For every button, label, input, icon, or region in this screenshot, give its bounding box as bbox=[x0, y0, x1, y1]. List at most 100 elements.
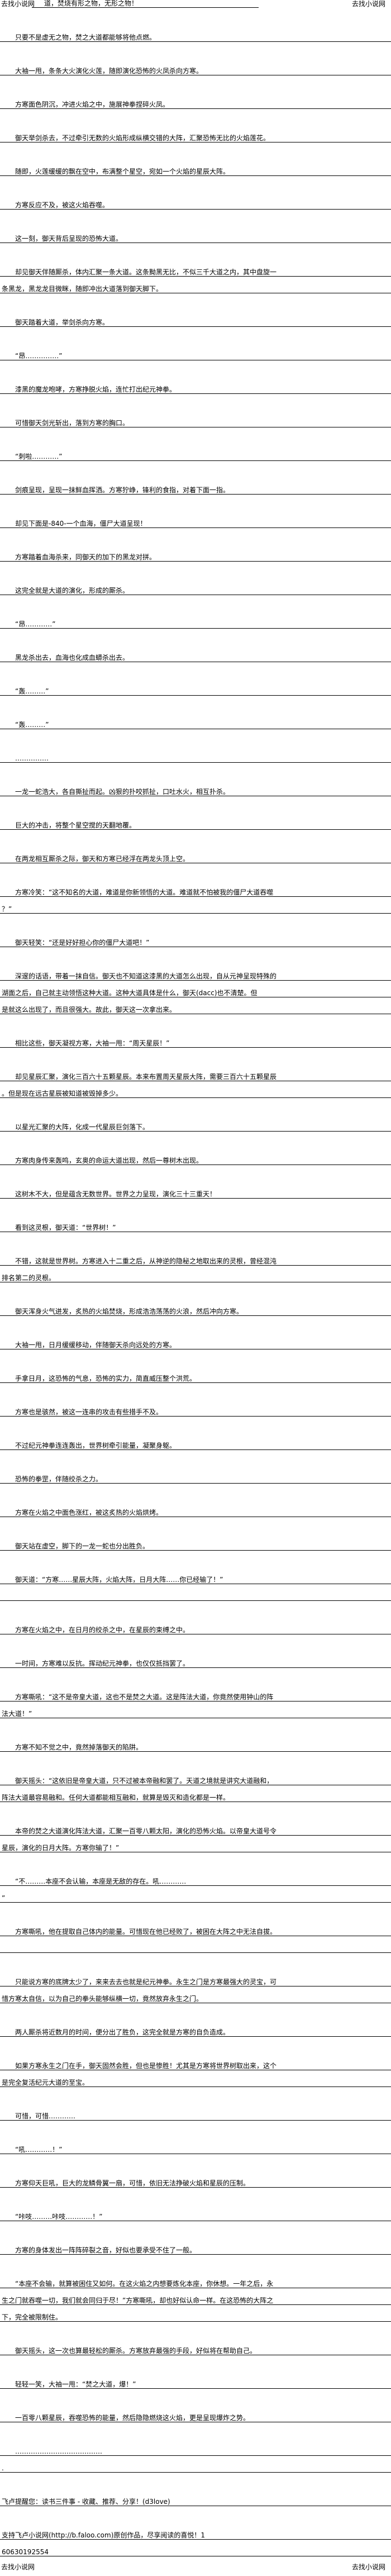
text-line: 是完全复活纪元大道的至宝。 bbox=[0, 2070, 391, 2087]
text-line: 漆黑的魔龙咆哮，方寒挣脱火焰，连忙打出纪元神拳。 bbox=[0, 377, 391, 394]
footer-site-link-right[interactable]: 去找小说网 bbox=[351, 2563, 385, 2571]
text-line: 60630192554 bbox=[0, 2540, 391, 2556]
text-line: “轰………” bbox=[0, 679, 391, 696]
text-line: 方寒不知不觉之中，竟然掉落御天的陷阱。 bbox=[0, 1735, 391, 1752]
paragraph: 支持飞卢小说网(http://b.faloo.com)原创作品，尽享阅读的喜悦！… bbox=[0, 2523, 391, 2556]
text-line: 飞卢提醒您：读书三件事 - 收藏、推荐、分享！(d3love) bbox=[0, 2489, 391, 2506]
paragraph: 方寒在火焰之中面色涨红，被这炙热的火焰烘烤。 bbox=[0, 1500, 391, 1517]
text-line: 剑痕呈现，呈现一抹鲜血挥洒。方寒狞峥，锋利的食指，对着下面一指。 bbox=[0, 478, 391, 495]
text-line: “本座不会输，就算被困住又如何。在这火焰之内想要炼化本座，你休想。一年之后，永 bbox=[0, 2271, 391, 2288]
text-line: ………………………………… bbox=[0, 2439, 391, 2456]
paragraph: 御天站在虚空，脚下的一龙一蛇也分出胜负。 bbox=[0, 1534, 391, 1551]
text-line: …………… bbox=[0, 746, 391, 763]
paragraph: 御天举剑杀去，不过牵引无数的火焰形成纵横交错的大阵，汇聚恐怖无比的火焰莲花。 bbox=[0, 126, 391, 142]
paragraph: 这树木不大，但是蕴含无数世界。世界之力呈现，演化三十三重天！ bbox=[0, 1182, 391, 1199]
paragraph: 在两龙相互厮杀之际，御天和方寒已经浮在两龙头顶上空。 bbox=[0, 847, 391, 863]
text-line: “昂……………” bbox=[0, 344, 391, 360]
page-footer: 去找小说网 去找小说网 bbox=[0, 2561, 391, 2572]
paragraph: 可惜，可惜………… bbox=[0, 2104, 391, 2121]
chapter-content: 只要不是虚无之物，焚之大道都能够将他点燃。大袖一甩，条条大火演化火莲，随即演化恐… bbox=[0, 25, 391, 2556]
paragraph: 方寒仰天巨吼，巨大的龙鳞骨翼一扇，可惜，依旧无法挣破火焰和星辰的压制。 bbox=[0, 2171, 391, 2188]
text-line: 两人厮杀将近数月的时间，便分出了胜负，这完全就是方寒的自负造成。 bbox=[0, 2020, 391, 2037]
text-line: 湖面之后，自己就主动领悟这种大道。这种大道具体是什么，御天(dacc)也不清楚。… bbox=[0, 981, 391, 997]
paragraph: “刺啦…………” bbox=[0, 444, 391, 461]
text-line: “吼…………！” bbox=[0, 2137, 391, 2154]
text-line: “刺啦…………” bbox=[0, 444, 391, 461]
text-line bbox=[0, 1936, 391, 1953]
text-line: 不过纪元神拳连连轰出，世界树牵引能量，凝聚身躯。 bbox=[0, 1433, 391, 1450]
paragraph: 方寒嘶吼：“这不是帝皇大道，这也不是焚之大道。这是阵法大道，你竟然使用钟山的阵法… bbox=[0, 1685, 391, 1718]
text-line: 御天摇头：“这依旧是帝皇大道，只不过被本帝融和罢了。天道之境就是讲究大道融和， bbox=[0, 1769, 391, 1785]
paragraph: 方寒不知不觉之中，竟然掉落御天的陷阱。 bbox=[0, 1735, 391, 1752]
text-line: 条黑龙，黑龙龙目微眯，随即冲出大道落到御天脚下。 bbox=[0, 277, 391, 293]
text-line: “昂…………” bbox=[0, 612, 391, 629]
text-line: 随即，火莲缓缓的飘在空中，布满整个星空，宛如一个火焰的星辰大阵。 bbox=[0, 159, 391, 176]
text-line: 方寒冷笑：“这不知名的大道，难道是你新领悟的大道。难道就不怕被我的僵尸大道吞噬 bbox=[0, 880, 391, 897]
paragraph: 一时间，方寒难以反抗。挥动纪元神拳，也仅仅抵挡罢了。 bbox=[0, 1651, 391, 1668]
text-line: 阵法大道最容易融和。任何大道都能相互融和，就算是毁灭和造化都是一样。 bbox=[0, 1785, 391, 1802]
text-line: 只要不是虚无之物，焚之大道都能够将他点燃。 bbox=[0, 25, 391, 42]
text-line: 排名第二的灵根。 bbox=[0, 1266, 391, 1282]
paragraph: 大袖一甩，日月缓缓移动，伴随御天杀向远处的方寒。 bbox=[0, 1333, 391, 1349]
paragraph: 剑痕呈现，呈现一抹鲜血挥洒。方寒狞峥，锋利的食指，对着下面一指。 bbox=[0, 478, 391, 495]
paragraph: 方寒在火焰之中，在日月的绞杀之中，在星辰的束缚之中。 bbox=[0, 1618, 391, 1634]
text-line: “轰………” bbox=[0, 712, 391, 729]
paragraph: 不错，这就是世界树。方寒进入十二重之后，从神逆的隐秘之地取出来的灵根，曾经混沌排… bbox=[0, 1249, 391, 1282]
text-line: 方寒也是骇然，被这一连串的攻击有些措手不及。 bbox=[0, 1400, 391, 1417]
paragraph: 黑龙杀出去，血海也化成血蟒杀出去。 bbox=[0, 645, 391, 662]
paragraph: “吼…………！” bbox=[0, 2137, 391, 2154]
text-line: 是就这么出现了，而且很强大。故此，御天这一次拿出来。 bbox=[0, 997, 391, 1014]
paragraph: 御天踏着大道，举剑杀向方寒。 bbox=[0, 310, 391, 327]
text-line: 看到这灵根，御天道：“世界树！” bbox=[0, 1215, 391, 1232]
text-line: 法大道！” bbox=[0, 1702, 391, 1718]
text-line: 御天站在虚空，脚下的一龙一蛇也分出胜负。 bbox=[0, 1534, 391, 1551]
text-line: 御天举剑杀去，不过牵引无数的火焰形成纵横交错的大阵，汇聚恐怖无比的火焰莲花。 bbox=[0, 126, 391, 142]
text-line: . bbox=[0, 2456, 391, 2473]
text-line: 不错，这就是世界树。方寒进入十二重之后，从神逆的隐秘之地取出来的灵根，曾经混沌 bbox=[0, 1249, 391, 1266]
paragraph: 可惜御天剑光斩出，落到方寒的胸口。 bbox=[0, 411, 391, 427]
text-line: 方寒在火焰之中，在日月的绞杀之中，在星辰的束缚之中。 bbox=[0, 1618, 391, 1634]
paragraph: 巨大的冲击，将整个星空搅的天翻地覆。 bbox=[0, 813, 391, 830]
paragraph: 相比这些，御天凝视方寒，大袖一甩：“周天星辰！” bbox=[0, 1031, 391, 1048]
paragraph: 本帝的焚之大道演化阵法大道，汇聚一百零八颗太阳，演化的恐怖火焰。以帝皇大道号令星… bbox=[0, 1819, 391, 1852]
text-line: 御天道：“方寒……星辰大阵，火焰大阵，日月大阵……你已经输了！” bbox=[0, 1567, 391, 1584]
text-line: 却见御天伴随厮杀，体内汇聚一条大道。这条黝黑无比，不似三千大道之内，其中盘旋一 bbox=[0, 260, 391, 277]
paragraph: 轻轻一笑，大袖一甩：“焚之大道，爆！” bbox=[0, 2372, 391, 2389]
text-line: 方寒肉身传来轰鸣，玄奥的命运大道出现，然后一尊树木出现。 bbox=[0, 1148, 391, 1165]
text-line: 。但是现在远古星辰被知道被毁掉多少。 bbox=[0, 1081, 391, 1098]
text-line: 却见下面是-840-一个血海，僵尸大道呈现！ bbox=[0, 511, 391, 528]
text-line: ” bbox=[0, 1886, 391, 1903]
paragraph: 恐怖的拳罡，伴随绞杀之力。 bbox=[0, 1467, 391, 1484]
footer-site-link-left[interactable]: 去找小说网 bbox=[1, 2563, 35, 2571]
paragraph: 这一刻，御天背后呈现的恐怖大道。 bbox=[0, 226, 391, 243]
text-line: 在两龙相互厮杀之际，御天和方寒已经浮在两龙头顶上空。 bbox=[0, 847, 391, 863]
paragraph: 方寒的身体发出一阵阵碎裂之音，好似也要承受不住了一般。 bbox=[0, 2238, 391, 2255]
paragraph: 只要不是虚无之物，焚之大道都能够将他点燃。 bbox=[0, 25, 391, 42]
site-name-link-left[interactable]: 去找小说网 bbox=[1, 0, 35, 8]
paragraph: …………………………………. bbox=[0, 2439, 391, 2473]
paragraph: 御天轻笑：“还是好好担心你的僵尸大道吧！” bbox=[0, 930, 391, 947]
paragraph: 这完全就是大道的演化，形成的厮杀。 bbox=[0, 578, 391, 595]
paragraph: 方寒肉身传来轰鸣，玄奥的命运大道出现，然后一尊树木出现。 bbox=[0, 1148, 391, 1165]
text-line: 方寒踏着血海杀来，同御天的加下的黑龙对拼。 bbox=[0, 545, 391, 562]
text-line: 方寒面色阴沉，冲进火焰之中，施展神拳捏碎火凤。 bbox=[0, 92, 391, 109]
text-line: 惜方寒太自信，以为自己的拳头能够纵横一切，竟然放弃永生之门。 bbox=[0, 1986, 391, 2003]
paragraph: 一百零八颗星辰，吞噬恐怖的能量，然后隐隐燃烧这火焰，更是呈现爆炸之势。 bbox=[0, 2406, 391, 2422]
paragraph: “昂……………” bbox=[0, 344, 391, 360]
text-line: 本帝的焚之大道演化阵法大道，汇聚一百零八颗太阳，演化的恐怖火焰。以帝皇大道号令 bbox=[0, 1819, 391, 1836]
paragraph: 不过纪元神拳连连轰出，世界树牵引能量，凝聚身躯。 bbox=[0, 1433, 391, 1450]
paragraph: 方寒踏着血海杀来，同御天的加下的黑龙对拼。 bbox=[0, 545, 391, 562]
text-line: 方寒仰天巨吼，巨大的龙鳞骨翼一扇，可惜，依旧无法挣破火焰和星辰的压制。 bbox=[0, 2171, 391, 2188]
text-line: 黑龙杀出去，血海也化成血蟒杀出去。 bbox=[0, 645, 391, 662]
paragraph: 大袖一甩，条条大火演化火莲，随即演化恐怖的火凤杀向方寒。 bbox=[0, 59, 391, 75]
site-name-link-right[interactable]: 去找小说网 bbox=[351, 0, 385, 8]
paragraph: 御天摇头，这一次也算最轻松的厮杀。方寒放弃最强的手段，好似将在帮助自己。 bbox=[0, 2339, 391, 2355]
text-line: 御天踏着大道，举剑杀向方寒。 bbox=[0, 310, 391, 327]
paragraph: 看到这灵根，御天道：“世界树！” bbox=[0, 1215, 391, 1232]
text-line: 恐怖的拳罡，伴随绞杀之力。 bbox=[0, 1467, 391, 1484]
text-line: 御天轻笑：“还是好好担心你的僵尸大道吧！” bbox=[0, 930, 391, 947]
paragraph: 方寒面色阴沉，冲进火焰之中，施展神拳捏碎火凤。 bbox=[0, 92, 391, 109]
text-line: 一百零八颗星辰，吞噬恐怖的能量，然后隐隐燃烧这火焰，更是呈现爆炸之势。 bbox=[0, 2406, 391, 2422]
paragraph: 两人厮杀将近数月的时间，便分出了胜负，这完全就是方寒的自负造成。 bbox=[0, 2020, 391, 2037]
text-line: 这树木不大，但是蕴含无数世界。世界之力呈现，演化三十三重天！ bbox=[0, 1182, 391, 1199]
